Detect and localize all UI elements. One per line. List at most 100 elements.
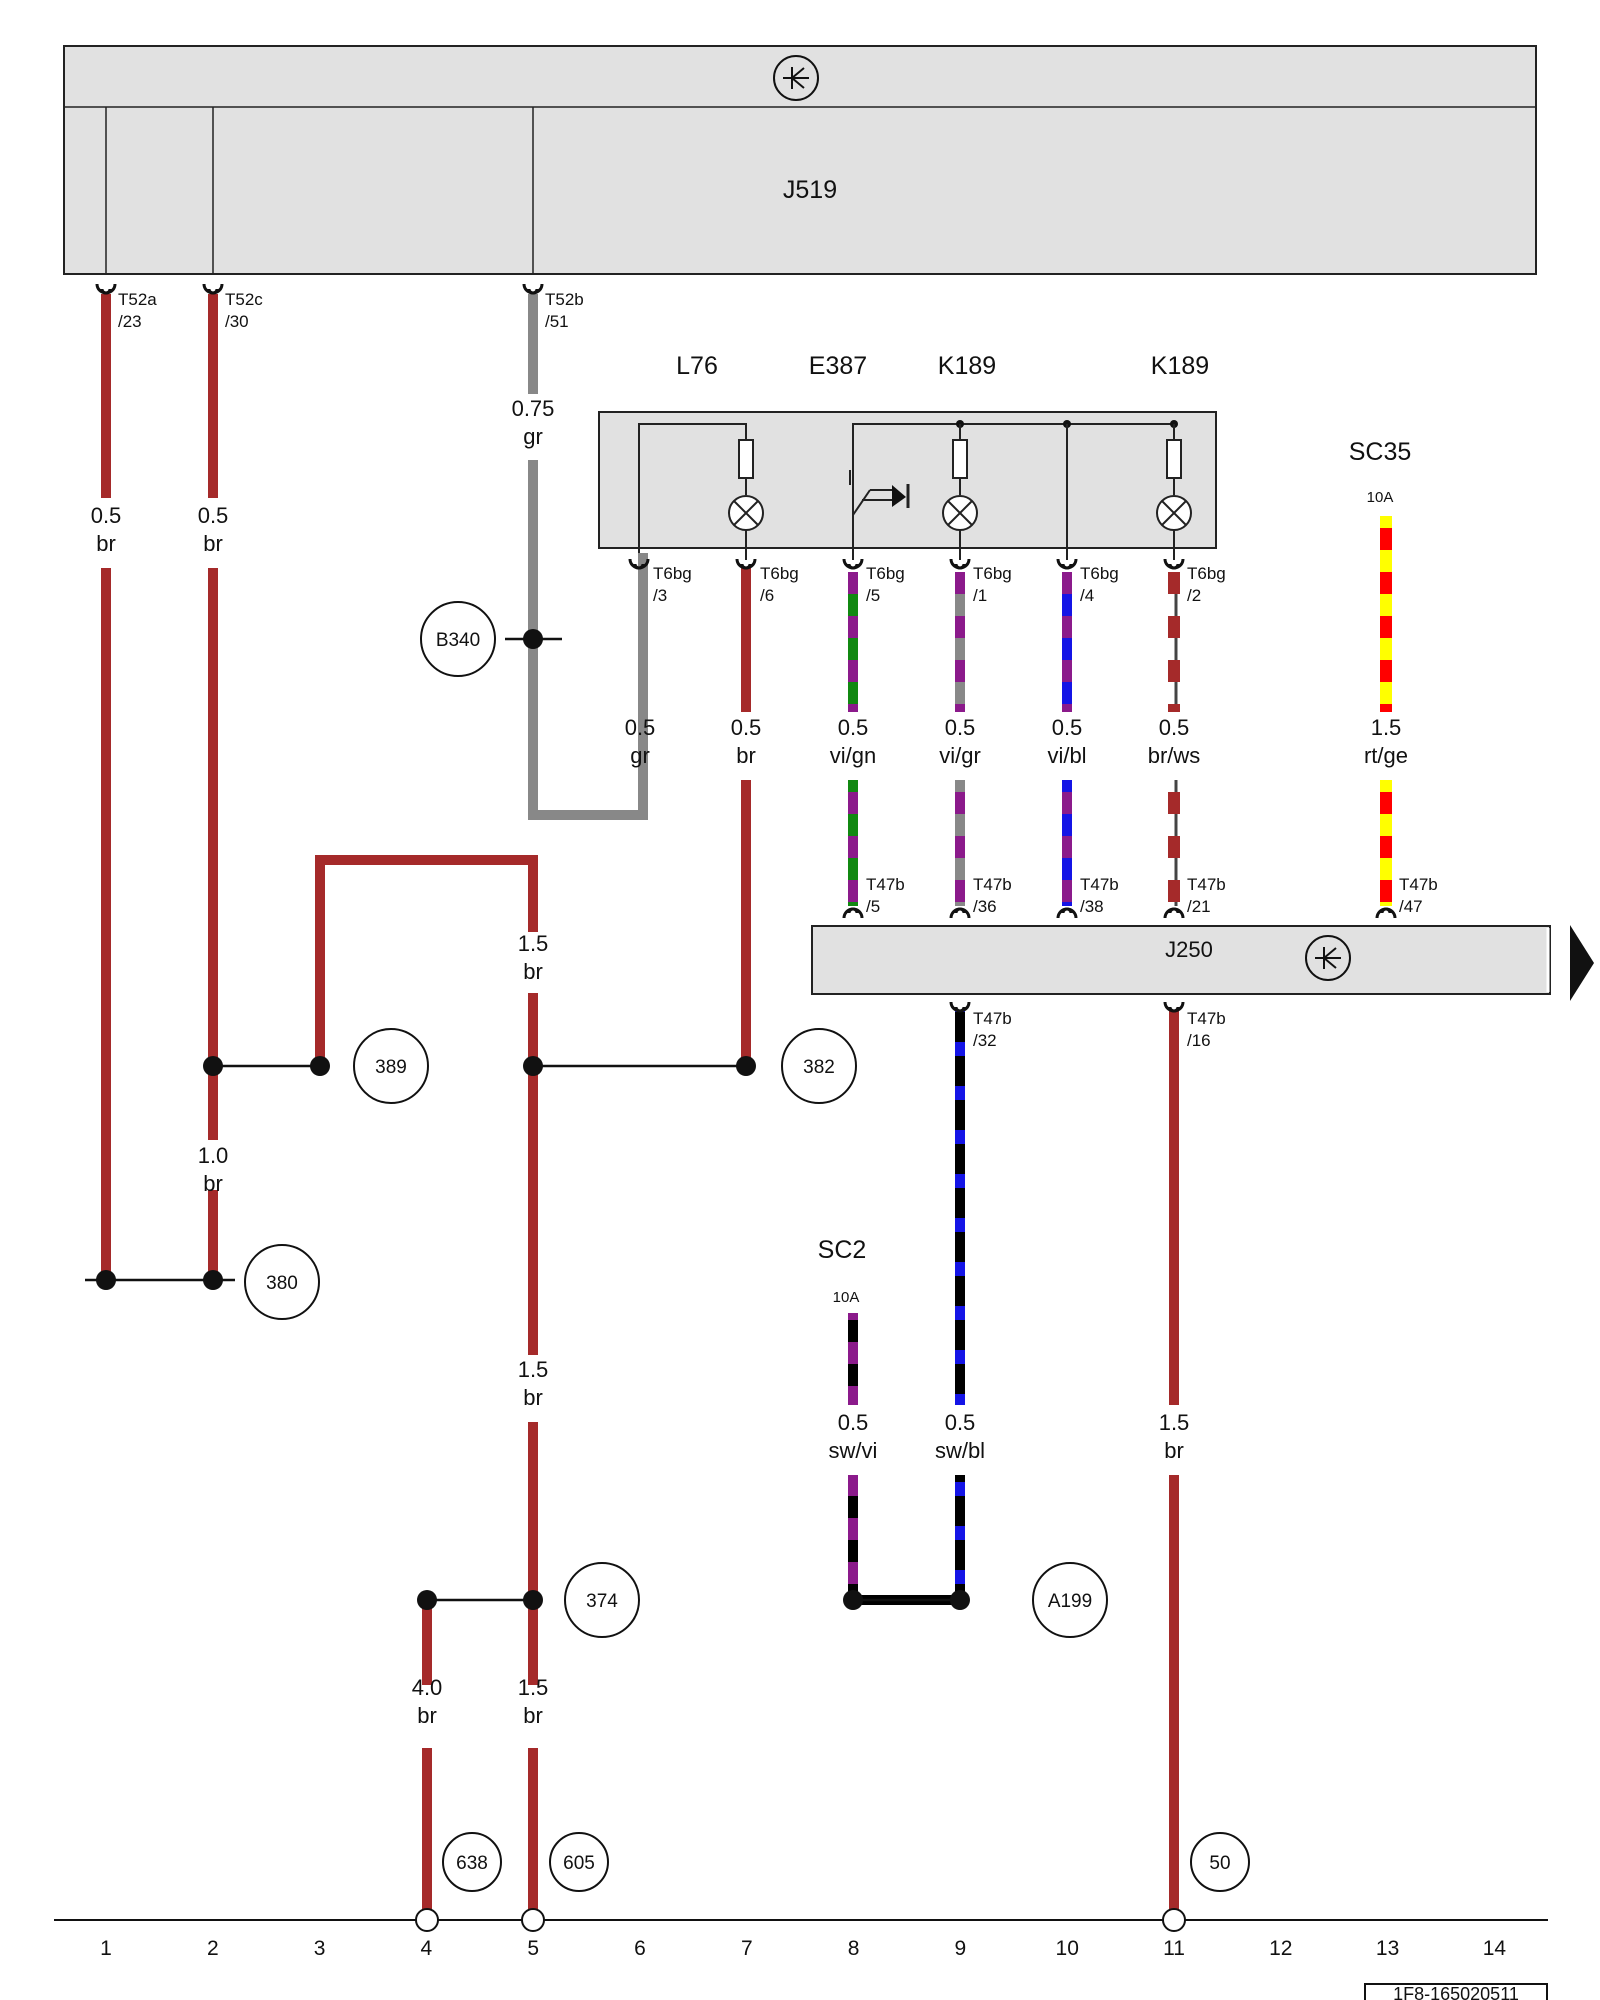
- wire-color-col11b: br: [1164, 1438, 1184, 1463]
- arrow-right-icon[interactable]: [1570, 925, 1594, 1001]
- pin-conn-t6bg-3: T6bg: [653, 564, 692, 583]
- lamp-icon: [728, 495, 764, 531]
- ref-b340[interactable]: B340: [420, 601, 496, 677]
- pin-conn-t47b-5: T47b: [866, 875, 905, 894]
- wire-color-col11: br/ws: [1148, 743, 1201, 768]
- pin-labels: T52a /23 T52c /30 T52b /51 T6bg /3 T6bg …: [118, 290, 1438, 1050]
- ref-382[interactable]: 382: [781, 1028, 857, 1104]
- wire-size-col11: 0.5: [1159, 715, 1190, 740]
- pin-num-t47b-36: /36: [973, 897, 997, 916]
- wire-size-col5d: 1.5: [518, 1675, 549, 1700]
- column-number: 3: [314, 1937, 326, 1960]
- pin-conn-t47b-21: T47b: [1187, 875, 1226, 894]
- column-number: 5: [527, 1937, 539, 1960]
- fuse-sc35: SC35 10A: [1349, 438, 1412, 506]
- wire-size-col2: 0.5: [198, 503, 229, 528]
- wire-color-col9b: sw/bl: [935, 1438, 985, 1463]
- wire-size-col8b: 0.5: [838, 1410, 869, 1435]
- pin-num-t47b-16: /16: [1187, 1031, 1211, 1050]
- switch-icon: [849, 470, 910, 516]
- component-label-k189-b: K189: [1151, 352, 1209, 380]
- module-label-j519: J519: [783, 176, 837, 204]
- wire-color-col1: br: [96, 531, 116, 556]
- junction-dots: [96, 629, 970, 1610]
- wire-color-col5b: br: [523, 959, 543, 984]
- column-number: 9: [955, 1937, 967, 1960]
- column-number: 7: [741, 1937, 753, 1960]
- ref-label-a199: A199: [1048, 1591, 1092, 1612]
- switch-panel-block: L76 E387 K189 K189: [598, 352, 1217, 560]
- wire-size-col11b: 1.5: [1159, 1410, 1190, 1435]
- wire-size-col4: 4.0: [412, 1675, 443, 1700]
- wire-color-col5d: br: [523, 1703, 543, 1728]
- ref-label-374: 374: [586, 1591, 618, 1612]
- pin-conn-t6bg-4: T6bg: [1080, 564, 1119, 583]
- transistor-symbol-icon: [1305, 935, 1351, 981]
- wire-size-col5b: 1.5: [518, 931, 549, 956]
- ref-50[interactable]: 50: [1190, 1832, 1250, 1892]
- wire-color-col8b: sw/vi: [829, 1438, 878, 1463]
- wire-size-col10: 0.5: [1052, 715, 1083, 740]
- pin-num-t6bg-4: /4: [1080, 586, 1094, 605]
- pin-num-t52c: /30: [225, 312, 249, 331]
- pin-conn-t52c: T52c: [225, 290, 263, 309]
- ref-label-380: 380: [266, 1273, 298, 1294]
- pin-num-t6bg-3: /3: [653, 586, 667, 605]
- pin-conn-t47b-47: T47b: [1399, 875, 1438, 894]
- wire-color-col8: vi/gn: [830, 743, 876, 768]
- pin-conn-t52b: T52b: [545, 290, 584, 309]
- reference-circles: B340 389 382 380 374 A199 638 605: [244, 601, 1250, 1892]
- ref-label-638: 638: [456, 1853, 488, 1874]
- wire-size-col5a: 0.75: [512, 396, 555, 421]
- ref-a199[interactable]: A199: [1032, 1562, 1108, 1638]
- wire-size-col5c: 1.5: [518, 1357, 549, 1382]
- ref-638[interactable]: 638: [442, 1832, 502, 1892]
- pin-num-t47b-38: /38: [1080, 897, 1104, 916]
- component-label-l76: L76: [676, 352, 718, 380]
- ref-605[interactable]: 605: [549, 1832, 609, 1892]
- document-id-box: 1F8-165020511: [1364, 1983, 1548, 2000]
- pin-conn-t6bg-1: T6bg: [973, 564, 1012, 583]
- column-number: 6: [634, 1937, 646, 1960]
- wire-color-col2: br: [203, 531, 223, 556]
- wire-size-col8: 0.5: [838, 715, 869, 740]
- pin-conn-t47b-36: T47b: [973, 875, 1012, 894]
- fuse-label-sc2: SC2: [818, 1236, 867, 1264]
- wire-color-col4: br: [417, 1703, 437, 1728]
- component-label-e387: E387: [809, 352, 867, 380]
- wire-size-col7: 0.5: [731, 715, 762, 740]
- pin-num-t52a: /23: [118, 312, 142, 331]
- wire-size-col13: 1.5: [1371, 715, 1402, 740]
- pin-num-t6bg-6: /6: [760, 586, 774, 605]
- ground-bus: [54, 1908, 1548, 1932]
- wire-color-col10: vi/bl: [1047, 743, 1086, 768]
- ref-389[interactable]: 389: [353, 1028, 429, 1104]
- column-number: 11: [1163, 1937, 1185, 1960]
- pin-conn-t52a: T52a: [118, 290, 157, 309]
- pin-num-t52b: /51: [545, 312, 569, 331]
- ref-label-50: 50: [1209, 1853, 1230, 1874]
- module-label-j250: J250: [1165, 937, 1213, 962]
- column-number: 12: [1269, 1937, 1292, 1960]
- pin-num-t47b-47: /47: [1399, 897, 1423, 916]
- ref-label-b340: B340: [436, 630, 480, 651]
- ref-374[interactable]: 374: [564, 1562, 640, 1638]
- wire-color-col9: vi/gr: [939, 743, 981, 768]
- pin-conn-t6bg-2: T6bg: [1187, 564, 1226, 583]
- column-number: 8: [848, 1937, 860, 1960]
- ref-380[interactable]: 380: [244, 1244, 320, 1320]
- fuse-sc2: SC2 10A: [818, 1236, 867, 1306]
- wire-color-col5c: br: [523, 1385, 543, 1410]
- wire-color-col7: br: [736, 743, 756, 768]
- wire-size-col9: 0.5: [945, 715, 976, 740]
- document-id: 1F8-165020511: [1393, 1984, 1519, 2000]
- pin-conn-t47b-16: T47b: [1187, 1009, 1226, 1028]
- pin-num-t47b-32: /32: [973, 1031, 997, 1050]
- fuse-rating-sc35: 10A: [1367, 489, 1394, 506]
- wire-size-col1: 0.5: [91, 503, 122, 528]
- component-label-k189-a: K189: [938, 352, 996, 380]
- fuse-rating-sc2: 10A: [833, 1289, 860, 1306]
- ref-label-382: 382: [803, 1057, 835, 1078]
